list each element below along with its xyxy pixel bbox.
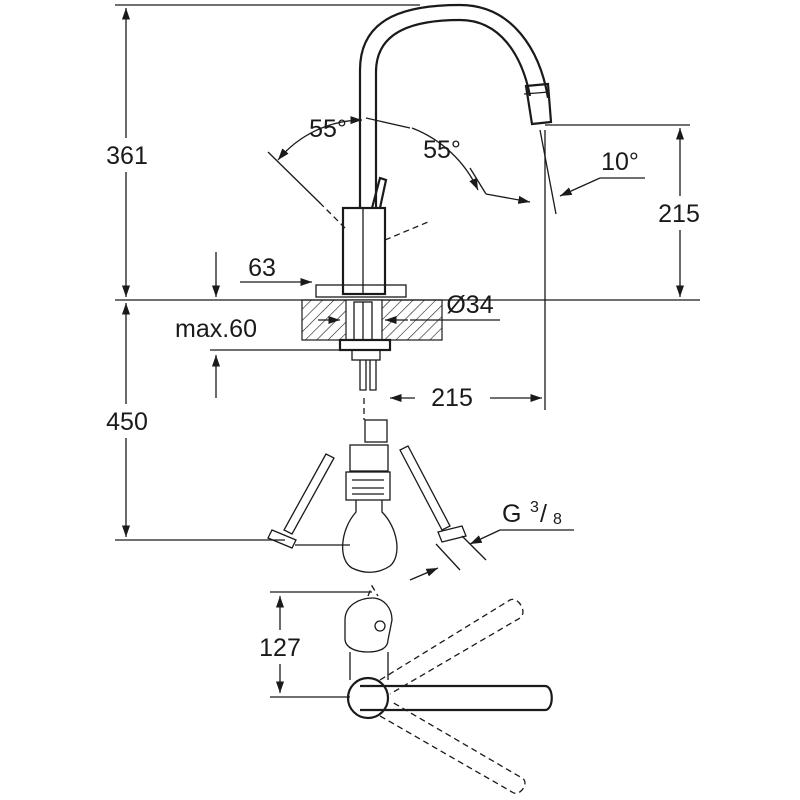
- dim-label-215-height: 215: [658, 200, 700, 228]
- dim-label-361: 361: [106, 142, 148, 170]
- extension-lines: [115, 4, 700, 546]
- thread-fraction-denominator: 8: [553, 511, 562, 528]
- dimension-angle-right: 55°: [365, 117, 531, 204]
- dim-label-55-right: 55°: [423, 136, 461, 164]
- dimension-215-reach: 215: [390, 384, 542, 412]
- dim-label-450: 450: [106, 408, 148, 436]
- dim-label-215-reach: 215: [431, 384, 473, 412]
- countertop-section: [301, 299, 443, 361]
- hoses: [267, 360, 487, 573]
- dimension-215-vertical: 215: [645, 127, 715, 297]
- dimension-361: 361: [96, 8, 158, 297]
- thread-fraction-numerator: 3: [530, 499, 539, 516]
- dimension-63: 63: [211, 252, 312, 297]
- dimension-diameter: Ø34: [318, 291, 500, 325]
- dim-label-55-left: 55°: [309, 115, 347, 143]
- dim-label-10: 10°: [601, 148, 639, 176]
- dim-label-diameter: Ø34: [446, 291, 493, 319]
- dimension-max60: max.60: [175, 315, 257, 398]
- thread-callout: G 3 / 8: [409, 499, 574, 581]
- thread-fraction-slash: /: [540, 500, 547, 528]
- dimension-angle-spout: 10°: [539, 129, 645, 215]
- dim-label-max60: max.60: [175, 315, 257, 343]
- faucet-top-view: 127: [248, 584, 553, 794]
- dimension-angle-left: 55°: [267, 115, 363, 204]
- dim-label-63: 63: [248, 254, 276, 282]
- thread-letter: G: [502, 500, 521, 528]
- dim-label-127: 127: [259, 634, 301, 662]
- dimension-450: 450: [96, 303, 158, 537]
- faucet-side-view: [315, 3, 553, 298]
